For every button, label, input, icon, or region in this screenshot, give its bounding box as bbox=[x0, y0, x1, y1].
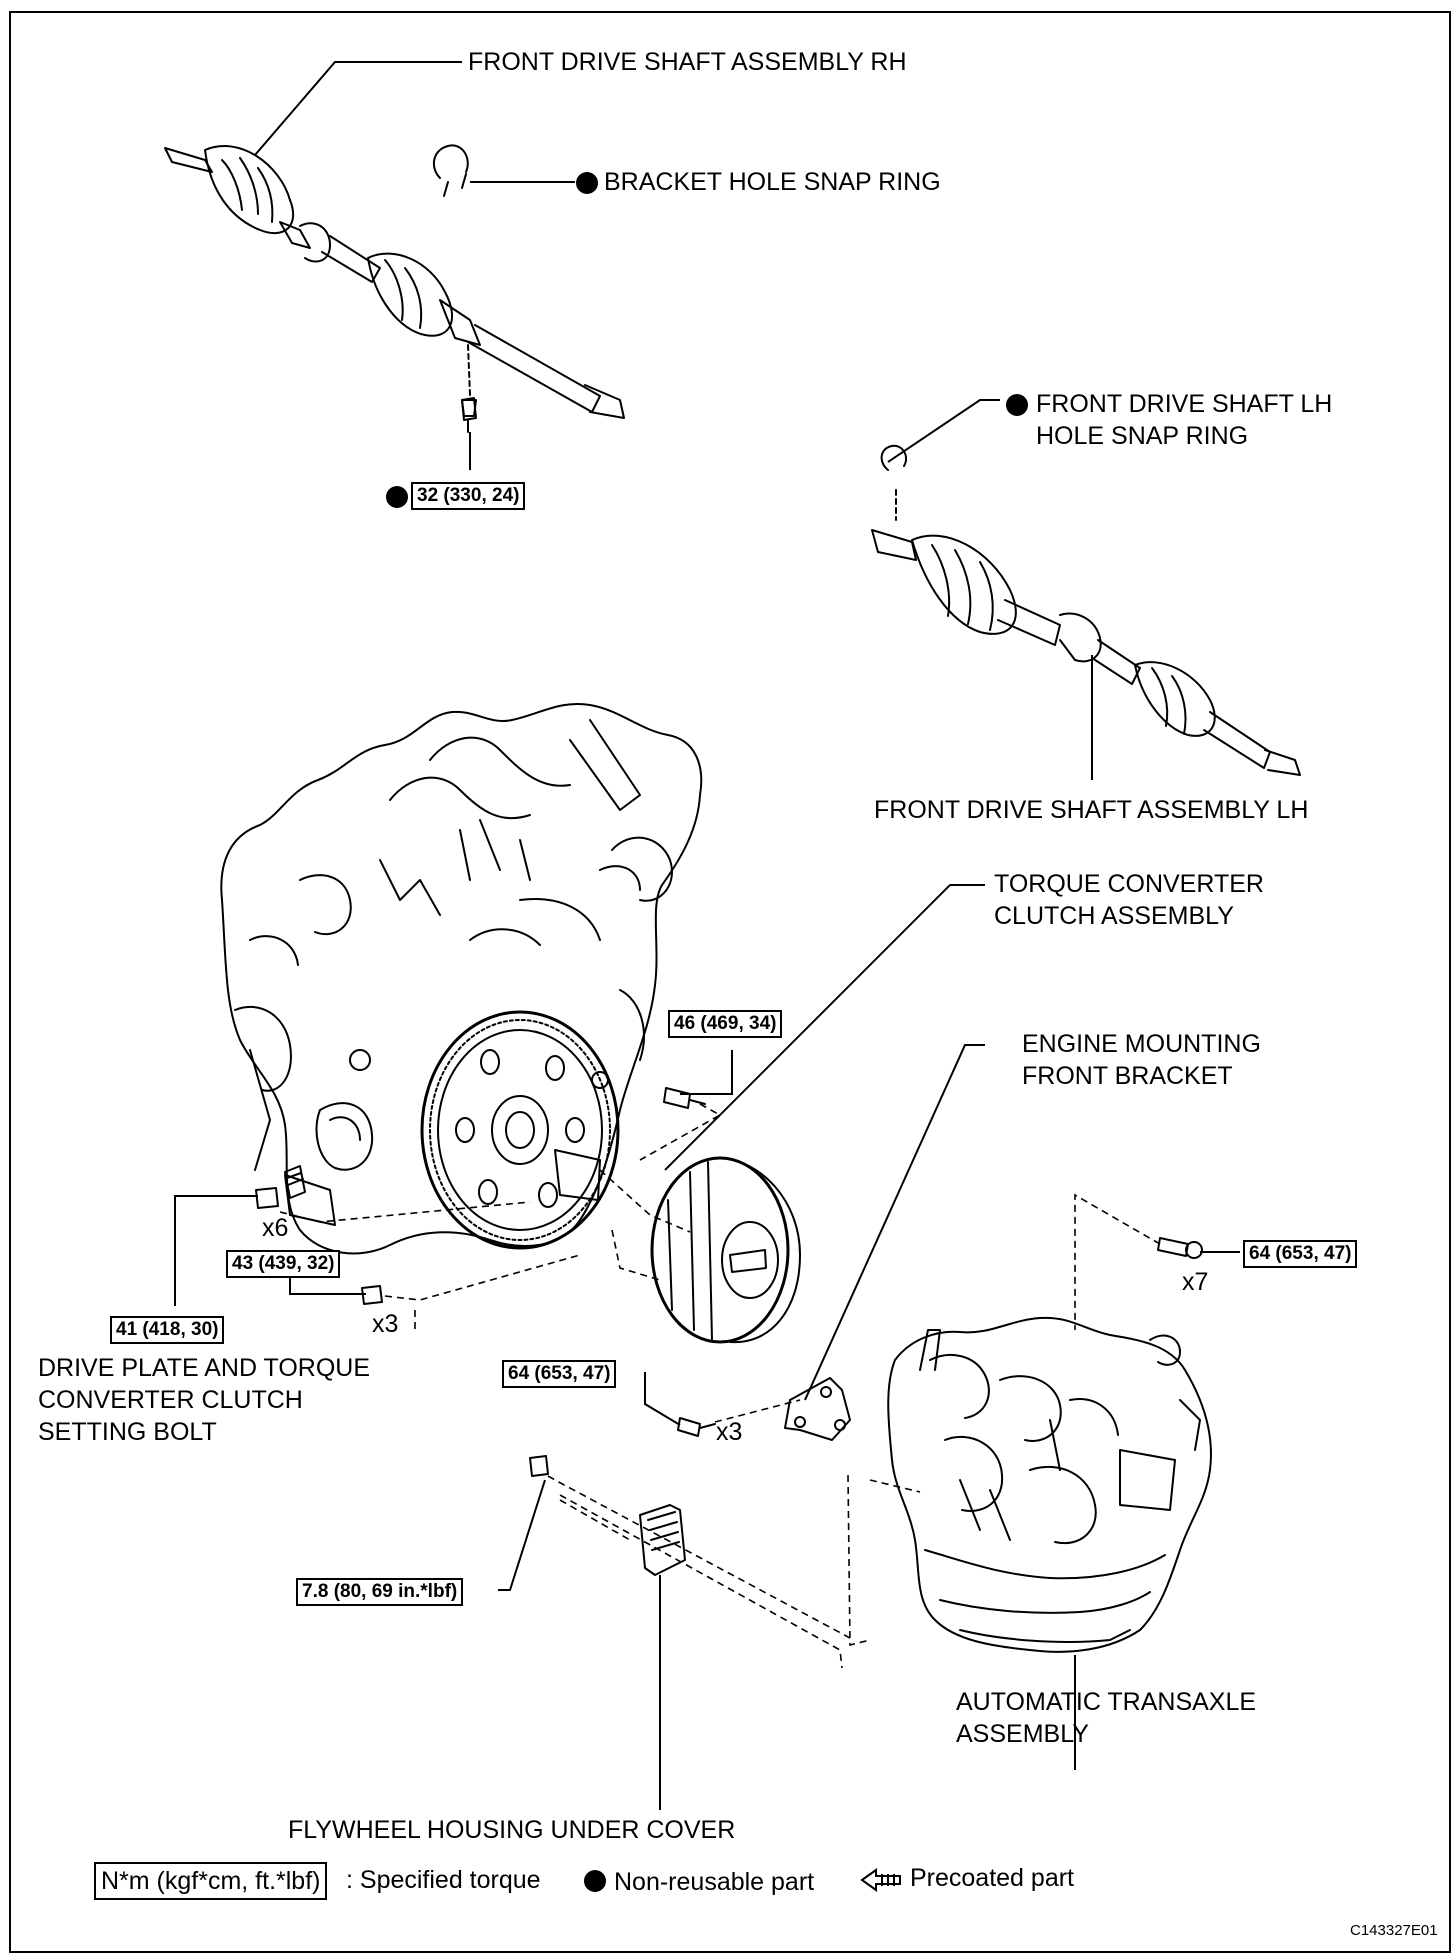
frame-border bbox=[9, 11, 1451, 1953]
label-bracket-hole-snap-ring: BRACKET HOLE SNAP RING bbox=[604, 168, 941, 196]
label-front-drive-shaft-rh: FRONT DRIVE SHAFT ASSEMBLY RH bbox=[468, 48, 907, 76]
label-flywheel-cover: FLYWHEEL HOUSING UNDER COVER bbox=[288, 1816, 736, 1844]
torque-converter-illustration bbox=[650, 1156, 801, 1344]
quantity-x7: x7 bbox=[1182, 1268, 1209, 1296]
label-drive-plate-line2: CONVERTER CLUTCH bbox=[38, 1386, 303, 1414]
label-engine-mount-line1: ENGINE MOUNTING bbox=[1022, 1030, 1261, 1058]
figure-code: C143327E01 bbox=[1350, 1922, 1438, 1939]
torque-drive-plate-bolt: 46 (469, 34) bbox=[668, 1010, 783, 1038]
label-engine-mount-line2: FRONT BRACKET bbox=[1022, 1062, 1233, 1090]
torque-transaxle-bolt: 64 (653, 47) bbox=[1243, 1240, 1358, 1268]
label-front-drive-shaft-lh: FRONT DRIVE SHAFT ASSEMBLY LH bbox=[874, 796, 1309, 824]
lh-snap-ring-shape bbox=[880, 444, 908, 471]
torque-cover-bolt: 7.8 (80, 69 in.*lbf) bbox=[296, 1578, 464, 1606]
legend-non-reusable-dot bbox=[584, 1870, 606, 1892]
label-transaxle-line2: ASSEMBLY bbox=[956, 1720, 1089, 1748]
quantity-x6: x6 bbox=[262, 1214, 289, 1242]
legend-torque-unit: N*m (kgf*cm, ft.*lbf) bbox=[94, 1862, 328, 1900]
automatic-transaxle-illustration bbox=[887, 1316, 1212, 1653]
legend-torque-desc: : Specified torque bbox=[346, 1866, 541, 1894]
leader-lines bbox=[174, 61, 1240, 1810]
label-lh-snap-ring-line2: HOLE SNAP RING bbox=[1036, 422, 1249, 450]
label-lh-snap-ring-line1: FRONT DRIVE SHAFT LH bbox=[1036, 390, 1333, 418]
dashed-lines bbox=[279, 1103, 1161, 1669]
precoated-legend-icon bbox=[860, 1868, 901, 1892]
label-drive-plate-line1: DRIVE PLATE AND TORQUE bbox=[38, 1354, 371, 1382]
drive-plate-illustration bbox=[420, 1010, 620, 1250]
torque-setting-bolt-b: 41 (418, 30) bbox=[110, 1316, 225, 1344]
engine-illustration bbox=[220, 703, 703, 1255]
quantity-x3-bracket: x3 bbox=[716, 1418, 743, 1446]
label-drive-plate-line3: SETTING BOLT bbox=[38, 1418, 217, 1446]
bracket-snap-ring-shape bbox=[432, 144, 469, 179]
engine-mounting-bracket-illustration bbox=[784, 1377, 851, 1441]
label-transaxle-line1: AUTOMATIC TRANSAXLE bbox=[956, 1688, 1257, 1716]
non-reusable-marker bbox=[386, 486, 408, 508]
legend-non-reusable: Non-reusable part bbox=[614, 1868, 815, 1896]
non-reusable-marker bbox=[576, 172, 598, 194]
torque-rh-shaft-bolt: 32 (330, 24) bbox=[411, 482, 526, 510]
torque-bracket-bolt: 64 (653, 47) bbox=[502, 1360, 617, 1388]
non-reusable-marker bbox=[1006, 394, 1028, 416]
flywheel-cover-illustration bbox=[639, 1504, 686, 1576]
quantity-x3-left: x3 bbox=[372, 1310, 399, 1338]
label-torque-converter-line1: TORQUE CONVERTER bbox=[994, 870, 1264, 898]
bolt-shapes bbox=[255, 399, 1203, 1477]
front-drive-shaft-rh-illustration bbox=[164, 145, 625, 433]
legend-precoated: Precoated part bbox=[910, 1864, 1074, 1892]
label-torque-converter-line2: CLUTCH ASSEMBLY bbox=[994, 902, 1234, 930]
torque-setting-bolt-a: 43 (439, 32) bbox=[226, 1250, 341, 1278]
front-drive-shaft-lh-illustration bbox=[871, 444, 1301, 776]
